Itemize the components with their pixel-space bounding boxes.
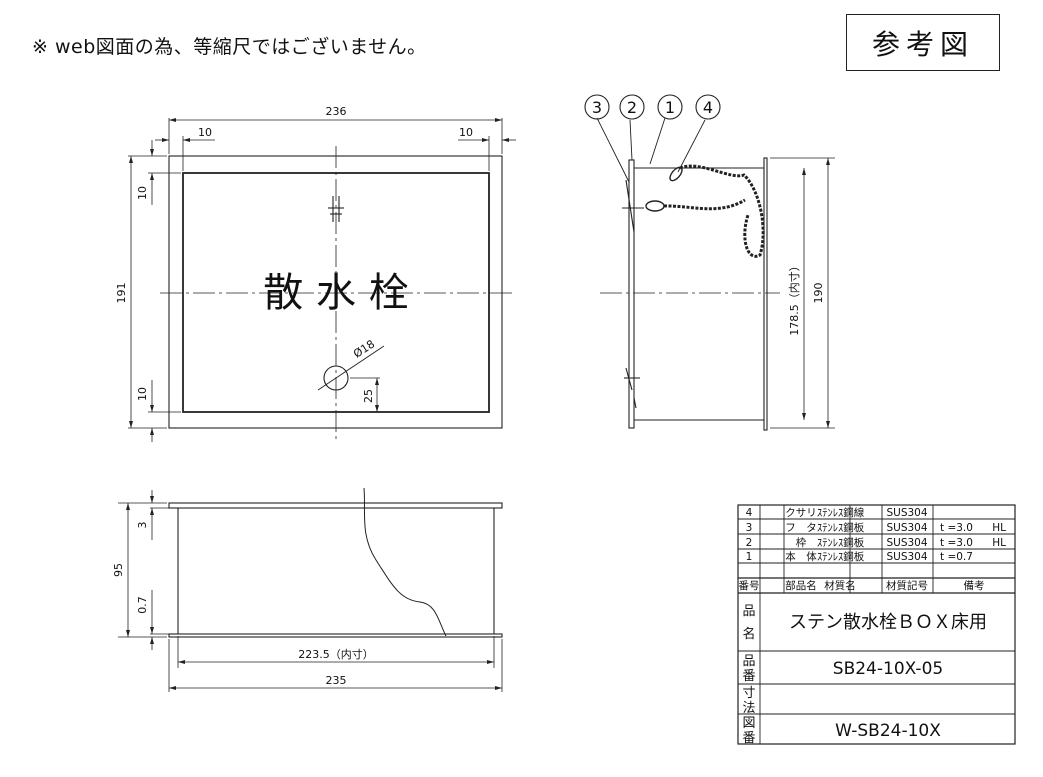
parts-cell: ｽﾃﾝﾚｽ鋼板	[817, 521, 865, 534]
parts-cell: 枠	[796, 536, 807, 549]
header-code: 材質記号	[886, 579, 928, 592]
bottom-view	[118, 487, 503, 692]
front-center-label: 散 水 栓	[263, 270, 408, 316]
dim-hole: Ø18	[351, 337, 377, 360]
label-product-name-2: 名	[742, 626, 755, 642]
header-part: 部品名	[785, 579, 817, 592]
label-drawing-no-2: 番	[742, 731, 755, 746]
drawing-no: W-SB24-10X	[835, 721, 941, 741]
label-product-no: 品	[742, 654, 755, 669]
parts-cell: t =0.7	[940, 551, 973, 563]
product-name: ステン散水栓ＢＯＸ床用	[789, 612, 987, 633]
label-product-name: 品	[742, 604, 755, 619]
dim-margin-right: 10	[459, 126, 473, 139]
dim-box-height: 95	[112, 563, 125, 577]
label-size: 寸	[742, 686, 755, 701]
dim-margin-bottom: 10	[136, 387, 149, 401]
parts-cell: ｽﾃﾝﾚｽ鋼板	[817, 550, 865, 563]
lid-plate	[628, 159, 635, 429]
balloon-2: 2	[627, 98, 637, 117]
side-view	[584, 94, 835, 431]
header-material: 材質名	[824, 579, 856, 592]
parts-table	[737, 504, 1016, 745]
disclaimer-note: ※ web図面の為、等縮尺ではございません。	[32, 36, 427, 58]
dim-margin-left: 10	[198, 126, 212, 139]
parts-cell: 1	[746, 551, 753, 563]
parts-cell: フ タ	[785, 522, 817, 534]
parts-cell: 本 体	[785, 550, 817, 563]
parts-cell: ｽﾃﾝﾚｽ鋼線	[817, 506, 865, 519]
header-no: 番号	[739, 580, 760, 592]
reference-drawing-label: 参考図	[846, 14, 1000, 71]
parts-cell: SUS304	[886, 537, 927, 549]
hole-circle	[323, 365, 349, 391]
balloon-3: 3	[592, 98, 602, 117]
parts-cell: t =3.0	[940, 537, 973, 549]
parts-cell: SUS304	[886, 507, 927, 519]
dim-inner-height: 178.5（内寸）	[787, 260, 801, 336]
dim-outer-width: 235	[326, 674, 347, 687]
balloon-1: 1	[665, 98, 675, 117]
front-view	[128, 118, 516, 442]
label-product-no-2: 番	[742, 669, 755, 684]
parts-cell: SUS304	[886, 551, 927, 563]
frame-outer	[168, 155, 503, 429]
parts-cell: HL	[992, 522, 1006, 534]
dim-height: 191	[115, 283, 128, 304]
dim-outer-height: 190	[812, 283, 825, 304]
label-size-2: 法	[742, 701, 755, 716]
parts-cell: 2	[746, 537, 753, 549]
parts-cell: クサリ	[785, 507, 817, 519]
header-remarks: 備考	[964, 579, 985, 592]
product-no: SB24-10X-05	[833, 659, 943, 679]
parts-cell: HL	[992, 537, 1006, 549]
label-drawing-no: 図	[742, 716, 755, 731]
parts-cell: SUS304	[886, 522, 927, 534]
dim-bottom-thickness: 0.7	[136, 596, 149, 614]
dim-hole-offset: 25	[362, 389, 375, 403]
top-plate	[168, 502, 503, 509]
dim-width: 236	[326, 105, 347, 118]
parts-cell: ｽﾃﾝﾚｽ鋼板	[817, 536, 865, 549]
dim-margin-top: 10	[136, 186, 149, 200]
parts-cell: t =3.0	[940, 522, 973, 534]
dim-top-thickness: 3	[136, 522, 149, 529]
parts-cell: 4	[746, 507, 753, 519]
dim-inner-width: 223.5（内寸）	[298, 647, 374, 661]
parts-cell: 3	[746, 522, 753, 534]
balloon-4: 4	[703, 98, 713, 117]
